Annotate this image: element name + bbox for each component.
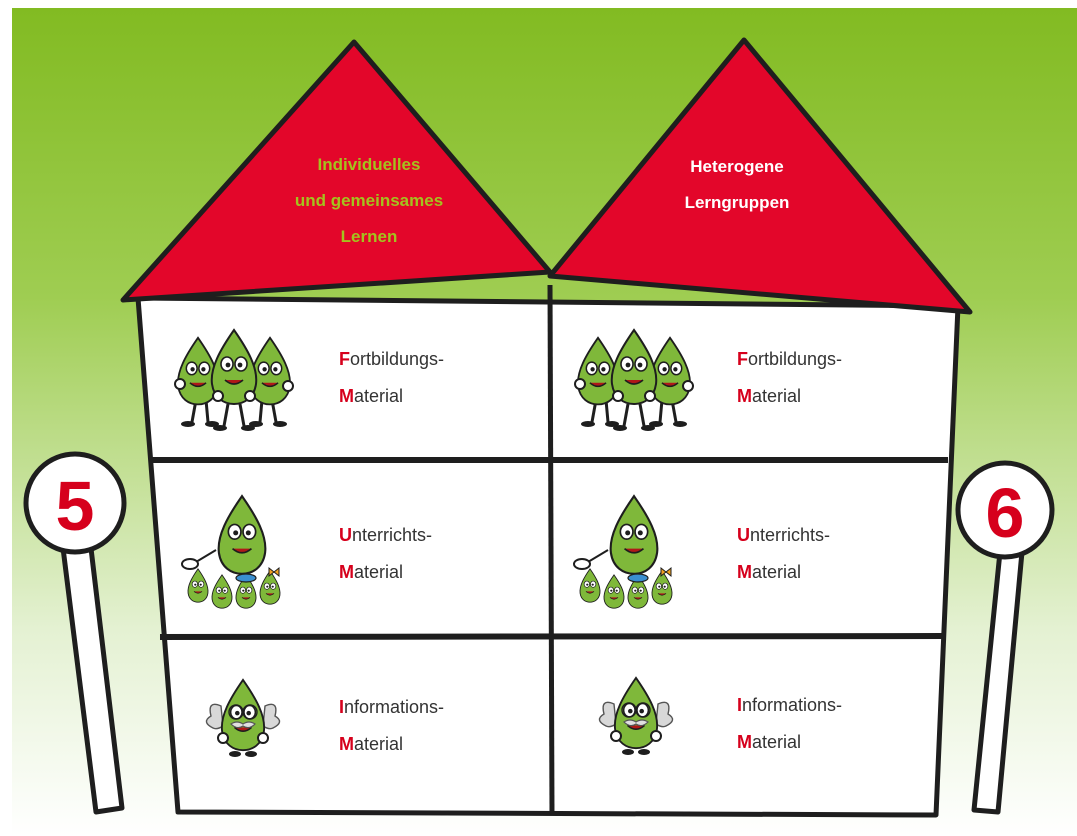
- sign-right: 6: [955, 460, 1055, 815]
- room-line-1: Unterrichts-: [339, 525, 432, 545]
- room-right-unterricht[interactable]: Unterrichts- Material: [574, 496, 830, 608]
- room-left-information[interactable]: Informations- Material: [206, 680, 444, 757]
- floor-divider-lower: [159, 633, 943, 640]
- room-line-1: Fortbildungs-: [737, 349, 842, 369]
- room-line-1: Fortbildungs-: [339, 349, 444, 369]
- room-line-2: Material: [737, 732, 801, 752]
- roof-left-line-1: Individuelles: [318, 155, 421, 174]
- room-right-information[interactable]: Informations- Material: [599, 678, 842, 755]
- room-line-2: Material: [339, 734, 403, 754]
- room-line-1: Informations-: [737, 695, 842, 715]
- roof-right: [547, 37, 973, 315]
- roof-left: [120, 39, 553, 303]
- room-left-unterricht[interactable]: Unterrichts- Material: [182, 496, 432, 608]
- roof-left-title: Individuelles und gemeinsames Lernen: [295, 155, 443, 246]
- room-line-1: Unterrichts-: [737, 525, 830, 545]
- roof-right-title: Heterogene Lerngruppen: [685, 157, 790, 212]
- room-left-fortbildung[interactable]: Fortbildungs- Material: [175, 330, 444, 431]
- house-center-wall: [547, 284, 555, 816]
- room-line-2: Material: [339, 562, 403, 582]
- roof-left-line-3: Lernen: [341, 227, 398, 246]
- room-line-2: Material: [737, 562, 801, 582]
- sign-right-disc: [955, 460, 1055, 560]
- roof-left-line-2: und gemeinsames: [295, 191, 443, 210]
- room-line-2: Material: [737, 386, 801, 406]
- sign-left-number: 5: [56, 467, 95, 545]
- room-right-fortbildung[interactable]: Fortbildungs- Material: [575, 330, 842, 431]
- room-line-2: Material: [339, 386, 403, 406]
- sign-left-disc: [23, 451, 127, 555]
- room-line-1: Informations-: [339, 697, 444, 717]
- roof-right-line-1: Heterogene: [690, 157, 784, 176]
- sign-right-number: 6: [986, 474, 1025, 552]
- roof-right-line-2: Lerngruppen: [685, 193, 790, 212]
- sign-left: 5: [23, 451, 127, 815]
- house-body: [135, 295, 961, 818]
